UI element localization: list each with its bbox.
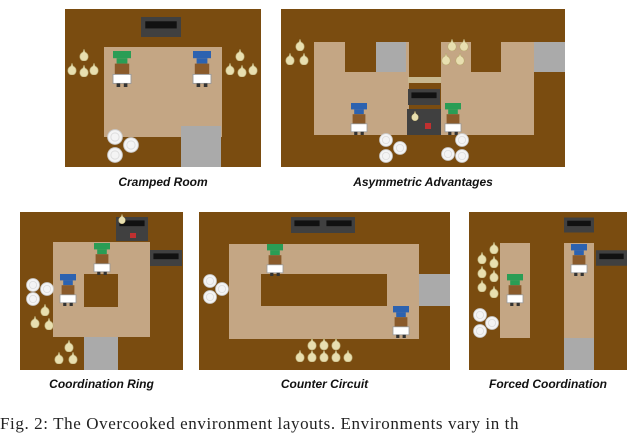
layout-counter-circuit bbox=[199, 212, 450, 370]
counter-circuit-map bbox=[199, 212, 450, 370]
pot-icon bbox=[564, 217, 594, 233]
caption-cramped-room: Cramped Room bbox=[118, 175, 208, 189]
chef-blue-icon bbox=[59, 274, 77, 306]
delivery-area bbox=[376, 42, 406, 72]
layout-asymmetric-advantages bbox=[281, 9, 565, 167]
delivery-area bbox=[419, 274, 450, 306]
chef-green-icon bbox=[506, 274, 524, 306]
pot-icon bbox=[596, 250, 627, 266]
caption-asymmetric-advantages: Asymmetric Advantages bbox=[353, 175, 493, 189]
chef-blue-icon bbox=[350, 103, 368, 135]
chef-green-icon bbox=[93, 243, 111, 275]
caption-counter-circuit: Counter Circuit bbox=[280, 377, 369, 391]
delivery-area bbox=[534, 42, 565, 72]
chef-blue-icon bbox=[570, 244, 588, 276]
delivery-area bbox=[564, 338, 594, 370]
chef-blue-icon bbox=[392, 306, 410, 338]
chef-green-icon bbox=[112, 51, 132, 87]
layout-cramped-room bbox=[65, 9, 261, 167]
pot-icon bbox=[323, 217, 355, 233]
layout-forced-coordination bbox=[469, 212, 627, 370]
caption-forced-coordination: Forced Coordination bbox=[489, 377, 607, 391]
pot-icon bbox=[150, 250, 182, 266]
forced-coordination-map bbox=[469, 212, 627, 370]
pot-icon bbox=[141, 17, 181, 37]
delivery-area bbox=[181, 126, 221, 167]
pot-icon bbox=[408, 89, 440, 105]
delivery-area bbox=[84, 337, 118, 370]
layout-coordination-ring bbox=[20, 212, 183, 370]
chef-blue-icon bbox=[192, 51, 212, 87]
figure-caption: Fig. 2: The Overcooked environment layou… bbox=[0, 414, 520, 433]
caption-coordination-ring: Coordination Ring bbox=[49, 377, 154, 391]
pot-icon bbox=[291, 217, 323, 233]
chef-green-icon bbox=[444, 103, 462, 135]
chef-green-icon bbox=[266, 244, 284, 276]
asymmetric-advantages-map bbox=[281, 9, 565, 167]
coordination-ring-map bbox=[20, 212, 183, 370]
cramped-room-map bbox=[65, 9, 261, 167]
